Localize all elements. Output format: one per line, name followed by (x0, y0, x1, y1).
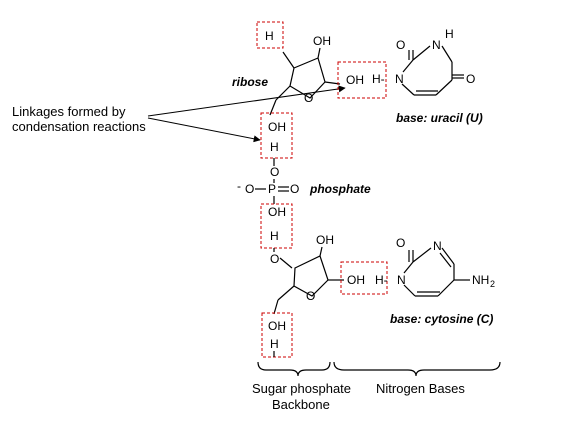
lower-h: H (270, 229, 279, 243)
top-ribose: OH O (269, 34, 341, 116)
top-ribose-oh: OH (313, 34, 331, 48)
label-base-cytosine: base: cytosine (C) (390, 312, 493, 326)
label-nitrogen-bases: Nitrogen Bases (376, 381, 465, 396)
uracil-n3-h: H (445, 27, 454, 41)
lower-oh: OH (268, 205, 286, 219)
label-backbone-line1: Sugar phosphate (252, 381, 351, 396)
bases-brace (333, 361, 501, 377)
bottom-oh: OH (347, 273, 365, 287)
bottom-ribose-oh: OH (316, 233, 334, 247)
linkage-arrow-top (147, 85, 346, 117)
linking-o-bottom: O (270, 252, 279, 266)
linking-o-top: O (270, 165, 279, 179)
phosphate-p: P (268, 182, 276, 196)
uracil-n1: N (395, 72, 404, 86)
upper-phosphate-box (260, 112, 293, 159)
top-oh-box (337, 61, 387, 99)
cytosine-n3: N (433, 239, 442, 253)
upper-oh: OH (268, 120, 286, 134)
cytosine-ring: H- N O N NH 2 (375, 236, 495, 297)
phosphate-o-right: O (290, 182, 299, 196)
label-base-uracil: base: uracil (U) (396, 111, 483, 125)
annotation-line1: Linkages formed by (12, 104, 126, 119)
label-phosphate: phosphate (309, 182, 371, 196)
cytosine-h-dash: H- (375, 273, 388, 287)
top-h-box (256, 21, 284, 49)
label-backbone-line2: Backbone (272, 397, 330, 412)
cytosine-o2: O (396, 236, 405, 250)
cytosine-nh: NH (472, 273, 489, 287)
bottom-linkage-h: H (270, 337, 279, 351)
lower-phosphate-box (260, 203, 293, 249)
uracil-h-dash: H- (372, 72, 385, 86)
top-h: H (265, 29, 274, 43)
linkage-arrow-middle (147, 117, 261, 143)
bottom-ribose: OH O (273, 233, 344, 315)
cytosine-nh-sub: 2 (490, 279, 495, 289)
uracil-o4: O (466, 72, 475, 86)
annotation-line2: condensation reactions (12, 119, 146, 134)
upper-h: H (270, 140, 279, 154)
cytosine-n1: N (397, 273, 406, 287)
label-ribose: ribose (232, 75, 268, 89)
uracil-ring: H- N N H O O (372, 27, 475, 96)
bottom-ribose-ring-o: O (306, 289, 315, 303)
phosphate-o-left: O (245, 182, 254, 196)
backbone-brace (257, 361, 331, 377)
top-oh: OH (346, 73, 364, 87)
bottom-linkage-box (261, 312, 293, 358)
bottom-oh-box (340, 261, 388, 295)
uracil-n3: N (432, 38, 441, 52)
top-ribose-ring-o: O (304, 91, 313, 105)
uracil-o2: O (396, 38, 405, 52)
bottom-linkage-oh: OH (268, 319, 286, 333)
phosphate-minus: - (237, 179, 241, 193)
